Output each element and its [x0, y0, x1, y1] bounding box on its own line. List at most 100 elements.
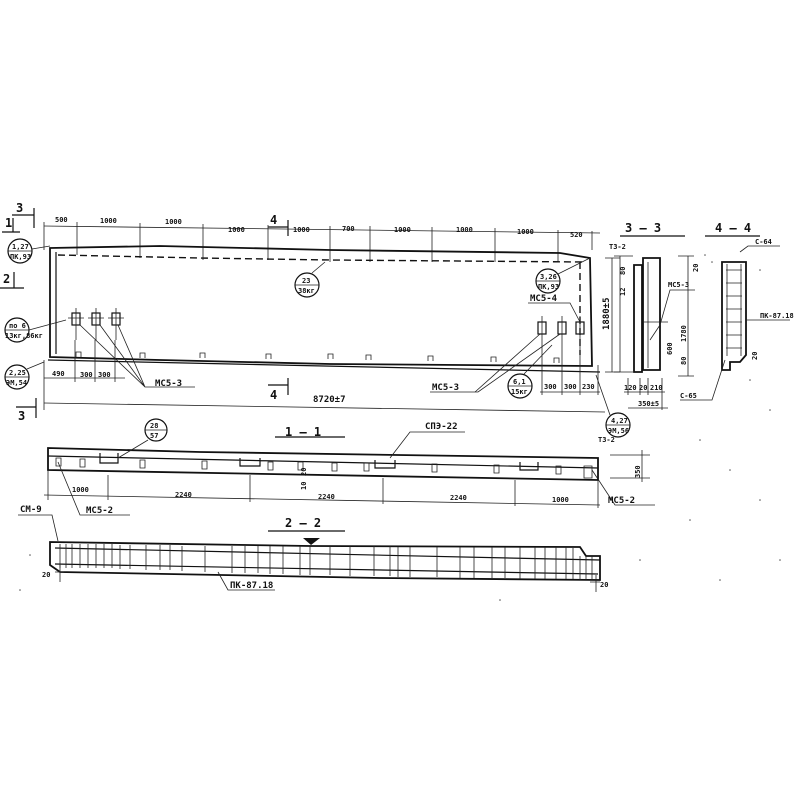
callout-top-left: 1,27 ПК,93 — [7, 238, 51, 264]
callout-text: ПК,93 — [10, 253, 31, 261]
label-c-65: С-65 — [680, 392, 697, 400]
dim-20-right: 20 — [600, 581, 608, 589]
label-mcs5-4: МС5-4 — [530, 294, 558, 304]
section-2-2-stirrups — [59, 544, 593, 580]
section-2-2-rebar-lines — [54, 547, 601, 575]
callout-text: 6,1 — [513, 378, 526, 386]
label-t3-2: Т3-2 — [598, 436, 615, 444]
dim-20-s4: 20 — [751, 352, 759, 360]
callout-bottom-right: 4,27 ЭМ,56 — [595, 374, 631, 438]
bottom-left-dim-lines — [43, 340, 125, 410]
callout-text: ПК,93 — [538, 283, 559, 291]
callout-28-57: 28 57 — [117, 418, 168, 459]
callout-text: ЭМ,56 — [608, 427, 629, 435]
section-mark-4-bottom: 4 — [270, 388, 277, 402]
callout-text: 3,26 — [540, 273, 557, 281]
dim-230: 230 — [582, 383, 595, 391]
leader-c65 — [680, 359, 726, 401]
callout-text: 15кг — [511, 388, 528, 396]
callout-text: ЭМ,54 — [6, 379, 27, 387]
bottom-right-dim-lines — [540, 345, 600, 395]
dim-12: 12 — [619, 288, 627, 296]
section-arrow — [16, 398, 37, 418]
callout-text: 2,25 — [9, 369, 26, 377]
section-arrow — [0, 272, 24, 289]
top-dim-1: 500 — [55, 216, 68, 224]
section-3-3: 3 — 3 Т3-2 МС5-3 80 12 1780 600 80 120 2… — [609, 221, 695, 410]
dim-1780: 1780 — [680, 325, 688, 342]
small-dim-10: 10 — [300, 482, 308, 490]
section-4-4-title: 4 — 4 — [715, 221, 751, 235]
height-350-dim — [610, 450, 650, 482]
leader-c64 — [739, 245, 780, 253]
top-dim-7: 1000 — [394, 226, 411, 234]
label-mcs5-3-left: МС5-3 — [155, 379, 182, 389]
section-3-3-inner — [643, 262, 668, 368]
overall-length-dim-line — [43, 402, 606, 413]
dim-210: 210 — [650, 384, 663, 392]
top-dim-3: 1000 — [165, 218, 182, 226]
dim-120: 120 — [624, 384, 637, 392]
label-mcs5-2-right: МС5-2 — [608, 496, 635, 506]
dim-300-b: 300 — [98, 371, 111, 379]
section-4-4-cage — [726, 264, 742, 356]
leader-mcs2-right — [591, 469, 655, 506]
callout-bottom-left: 2,25 ЭМ,54 — [4, 361, 45, 390]
section-mark-4-top: 4 — [270, 213, 277, 227]
leader-pk — [217, 571, 275, 591]
overall-length: 8720±7 — [313, 395, 346, 405]
section-mark-2: 2 — [3, 272, 10, 286]
callout-text: 23 — [302, 277, 310, 285]
callout-text: 38кг — [298, 287, 315, 295]
dim-2240-c: 2240 — [450, 494, 467, 502]
section-3-3-width-dims — [624, 378, 668, 410]
callout-center: 23 38кг — [294, 261, 326, 298]
dim-490: 490 — [52, 370, 65, 378]
elevation-view: 3 1 2 3 4 4 500 1000 1000 1000 1000 700 … — [0, 201, 631, 438]
callout-text: 13кг,86кг — [5, 332, 43, 340]
section-3-3-height-dims — [614, 255, 694, 377]
leader-mcs3-s3 — [659, 289, 695, 326]
label-mcs5-2-left: МС5-2 — [86, 506, 113, 516]
section-mark-1: 1 — [5, 216, 12, 230]
reinforcement-dashed-line — [57, 254, 586, 263]
section-mark-3-top: 3 — [16, 201, 23, 215]
dim-20-left: 20 — [42, 571, 50, 579]
top-dimension-ticks — [43, 222, 593, 262]
leader-mcs2-left — [57, 461, 130, 516]
callout-text: 1,27 — [12, 243, 29, 251]
label-mcs5-3-right: МС5-3 — [432, 383, 459, 393]
section-arrow — [268, 378, 289, 395]
section-arrow — [268, 220, 289, 236]
top-dim-10: 520 — [570, 231, 583, 239]
label-t3-2-s3: Т3-2 — [609, 243, 626, 251]
top-dim-6: 700 — [342, 225, 355, 233]
top-dim-8: 1000 — [456, 226, 473, 234]
section-4-4-outline — [721, 261, 747, 371]
section-2-2: 2 — 2 СМ-9 ПК-87.18 20 20 — [18, 505, 608, 592]
callout-right-mid: 6,1 15кг — [507, 344, 553, 399]
callout-left-mid: по 6 13кг,86кг — [4, 317, 67, 343]
dim-20: 20 — [639, 384, 647, 392]
section-1-1-notches — [47, 453, 599, 471]
embedded-plates-left — [68, 308, 195, 388]
dim-20-left-line — [55, 565, 64, 582]
wall-panel-outline — [49, 245, 593, 367]
section-1-1-title: 1 — 1 — [285, 425, 321, 439]
lifting-loops — [75, 351, 560, 363]
section-4-4: 4 — 4 С-64 ПК-87.18 С-65 20 20 — [680, 221, 794, 401]
callout-text: по 6 — [9, 322, 26, 330]
section-arrow — [12, 208, 35, 228]
label-pk-87-18: ПК-87.18 — [230, 581, 273, 591]
section-3-3-outline — [633, 257, 661, 373]
panel-height: 1880±5 — [602, 297, 612, 330]
section-mark-3-bottom: 3 — [18, 409, 25, 423]
top-dim-2: 1000 — [100, 217, 117, 225]
callout-text: 28 — [150, 422, 158, 430]
label-mcs5-3-s3: МС5-3 — [668, 281, 689, 289]
section-1-1-dim-line — [43, 470, 601, 508]
dim-1000-right: 1000 — [552, 496, 569, 504]
dim-300-d: 300 — [564, 383, 577, 391]
